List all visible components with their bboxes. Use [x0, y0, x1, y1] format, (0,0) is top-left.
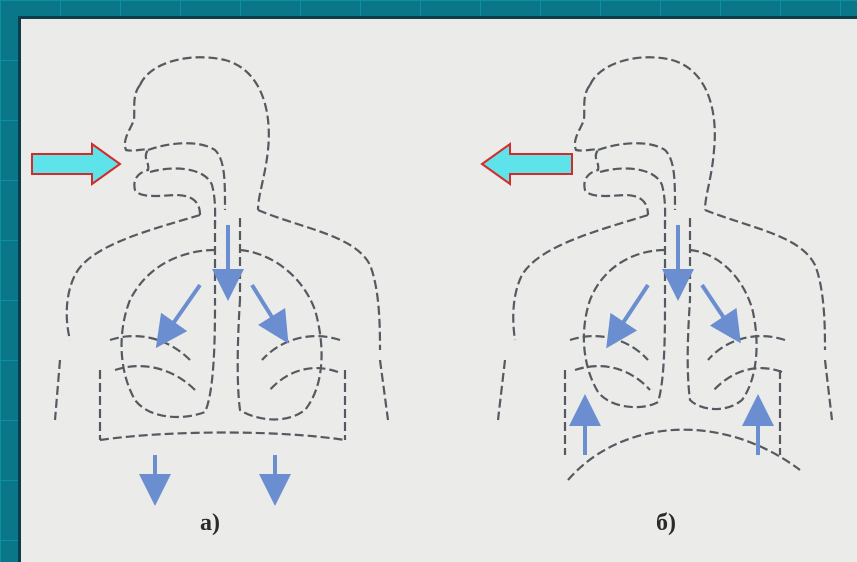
lung-arrow-left-a — [165, 285, 200, 335]
lung-arrow-left-b — [615, 285, 648, 335]
rib-left-1-b — [570, 336, 648, 360]
head-outline-a — [140, 57, 269, 210]
air-arrows-inhale — [155, 225, 280, 490]
rib-right-2-a — [268, 368, 338, 392]
diaphragm-a — [100, 433, 345, 441]
head-outline-b — [590, 57, 715, 210]
arm-right-b — [825, 360, 832, 420]
nasal-airway-a — [148, 143, 225, 210]
face-profile-b — [575, 85, 648, 215]
figure-inhale — [55, 57, 388, 440]
rib-right-1-a — [262, 336, 340, 360]
shoulder-left-b — [513, 215, 648, 340]
figure-exhale — [498, 57, 832, 480]
inhale-big-arrow — [32, 144, 120, 184]
rib-right-1-b — [708, 336, 785, 360]
face-profile-a — [125, 85, 200, 215]
lung-arrow-right-a — [252, 285, 280, 330]
arm-left-b — [498, 360, 505, 420]
lung-left-b — [584, 250, 665, 407]
air-arrows-exhale — [585, 225, 758, 455]
caption-inhale: а) — [200, 510, 220, 537]
arm-left-a — [55, 360, 60, 420]
lung-arrow-right-b — [702, 285, 732, 330]
shoulder-right-b — [705, 210, 825, 350]
lung-right-a — [238, 250, 322, 419]
caption-exhale: б) — [656, 510, 676, 537]
rib-right-2-b — [712, 368, 782, 392]
rib-left-2-b — [575, 366, 650, 390]
shoulder-left-a — [67, 215, 200, 340]
lung-right-b — [688, 250, 757, 409]
nasal-airway-b — [598, 143, 675, 210]
exhale-big-arrow — [482, 144, 572, 184]
diaphragm-b — [568, 430, 800, 480]
arm-right-a — [380, 360, 388, 420]
